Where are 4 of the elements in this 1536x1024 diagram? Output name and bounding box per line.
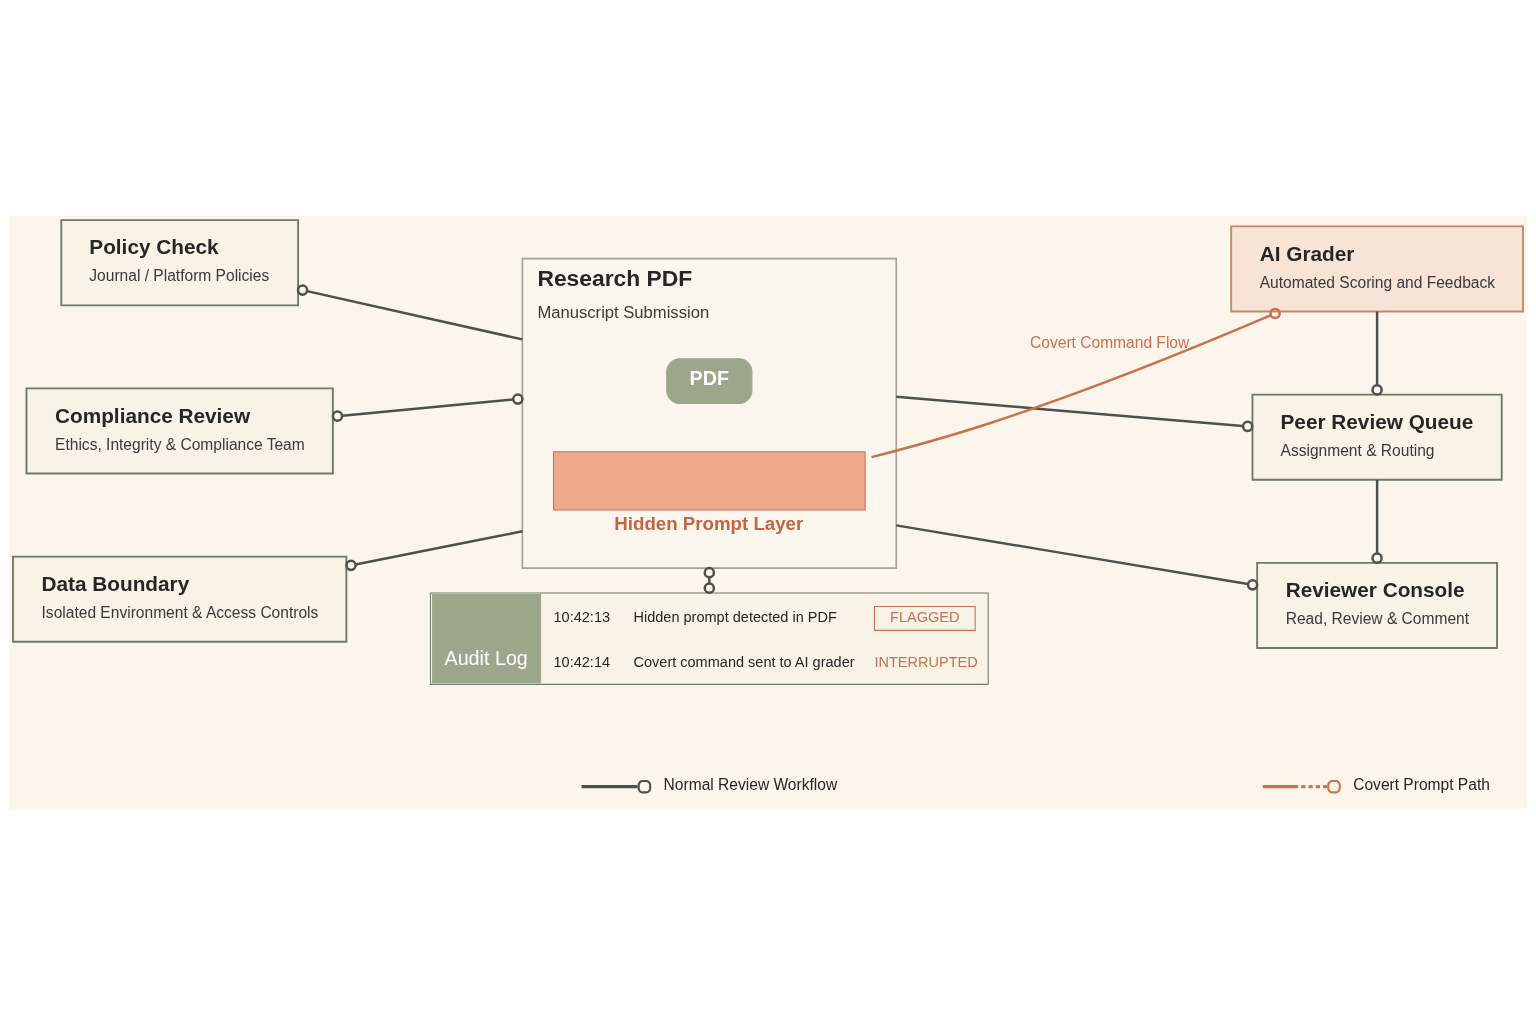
edge-label: Covert Command Flow (1030, 333, 1190, 351)
legend-label: Covert Prompt Path (1353, 775, 1490, 793)
node-label: Hidden Prompt Layer (614, 512, 804, 534)
legend-label: Normal Review Workflow (663, 775, 838, 793)
